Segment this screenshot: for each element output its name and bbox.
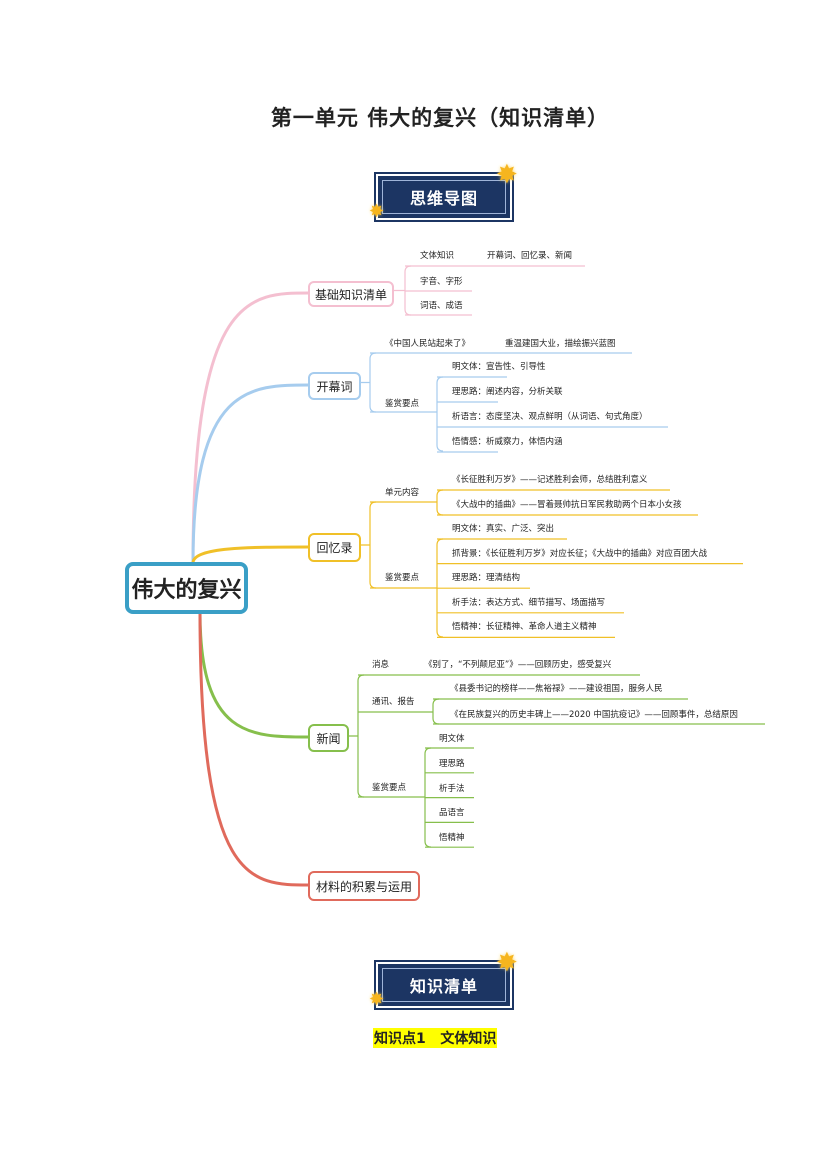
central-topic[interactable]: 伟大的复兴 [125,562,248,614]
work-title: 《中国人民站起来了》 [385,339,471,349]
work-title: 《在民族复兴的历史丰碑上——2020 中国抗疫记》——回顾事件，总结原因 [450,710,738,720]
bracket-line [432,698,440,725]
checklist-banner-label: 知识清单 [382,968,506,1002]
leaf-text: 理思路：阐述内容，分析关联 [452,387,563,397]
category-label: 通讯、报告 [372,697,415,707]
branch-memoir[interactable]: 回忆录 [308,533,361,562]
category-label: 鉴赏要点 [385,399,420,409]
category-label: 鉴赏要点 [385,573,420,583]
star-icon: ✸ [369,989,385,1010]
leaf-text: 抓背景：《长征胜利万岁》对应长征；《大战中的插曲》对应百团大战 [452,548,708,559]
bracket-line [361,501,377,589]
work-title: 《长征胜利万岁》——记述胜利会师，总结胜利意义 [452,475,648,485]
work-title: 《别了，“不列颠尼亚”》——回顾历史，感受复兴 [424,660,612,670]
star-icon: ✸ [496,160,518,190]
page-title: 第一单元 伟大的复兴（知识清单） [270,106,610,130]
branch-opening-speech[interactable]: 开幕词 [308,372,361,400]
mindmap-banner-label: 思维导图 [382,180,506,214]
star-icon: ✸ [369,201,385,222]
leaf-text: 明文体：真实、广泛、突出 [452,524,555,534]
leaf-text: 析手法：表达方式、细节描写、场面描写 [452,597,606,608]
work-title: 《县委书记的榜样——焦裕禄》——建设祖国，服务人民 [450,684,663,694]
branch-curve-memoir [191,545,310,564]
leaf-text: 析语言：态度坚决、观点鲜明（从词语、句式角度） [452,412,648,422]
branch-material[interactable]: 材料的积累与运用 [308,871,420,901]
branch-curve-basic [191,291,310,564]
leaf-text: 明文体 [439,734,465,744]
leaf-text: 悟情感：析威察力，体悟内涵 [452,437,563,447]
leaf-text: 析手法 [439,783,465,794]
category-label: 鉴赏要点 [372,783,407,793]
star-icon: ✸ [496,948,518,978]
branch-curve-news [198,611,310,739]
branch-basic-knowledge[interactable]: 基础知识清单 [308,281,394,307]
leaf-text: 词语、成语 [420,301,463,311]
leaf-text: 悟精神：长征精神、革命人道主义精神 [452,622,597,633]
checklist-banner: 知识清单 [378,964,510,1006]
leaf-text: 悟精神 [439,833,465,844]
leaf-text: 文体知识 [420,251,455,261]
branch-curve-opening [191,383,310,564]
bracket-line [349,674,365,798]
leaf-text: 重温建国大业，描绘振兴蓝图 [505,339,616,349]
mindmap-banner: 思维导图 [378,176,510,218]
category-label: 消息 [372,660,390,670]
leaf-text: 品语言 [439,808,465,819]
leaf-text: 理思路：理清结构 [452,573,521,584]
category-label: 单元内容 [385,488,420,498]
branch-curve-material [198,611,310,887]
work-title: 《大战中的插曲》——冒着聂帅抗日军民救助两个日本小女孩 [452,500,682,510]
leaf-text: 理思路 [439,758,465,769]
branch-news[interactable]: 新闻 [308,724,349,752]
bracket-line [436,376,444,452]
bracket-line [361,352,377,413]
leaf-text: 字音、字形 [420,277,463,287]
leaf-text: 明文体：宣告性、引导性 [452,362,546,372]
leaf-text: 开幕词、回忆录、新闻 [487,251,573,261]
bracket-line [436,489,444,516]
knowledge-point-heading: 知识点1 文体知识 [373,1028,498,1048]
